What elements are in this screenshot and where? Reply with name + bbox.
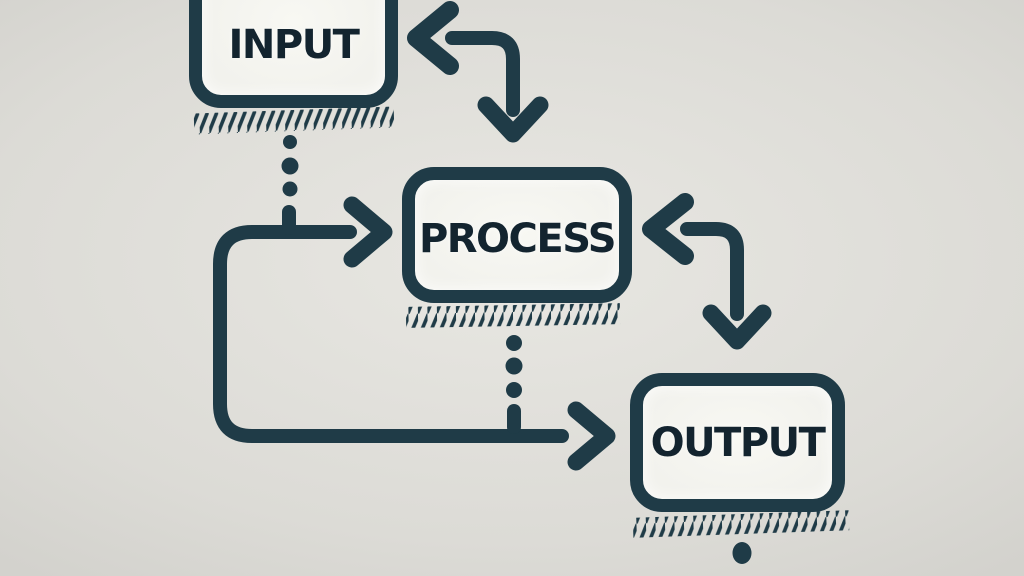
dot (505, 357, 523, 375)
dot (282, 181, 298, 197)
left-arrowhead-icon (407, 1, 459, 75)
connector-process-output-bidirectional (642, 193, 772, 350)
connector-input-process-bidirectional (407, 1, 549, 143)
arrow-shaft (680, 222, 744, 321)
down-arrowhead-icon (477, 96, 549, 143)
right-arrowhead-toward-output-icon (567, 401, 616, 471)
connector-process-dotted-drop (505, 335, 523, 434)
dot (506, 382, 522, 398)
dot (283, 135, 297, 149)
hatch-shadow-output (632, 510, 850, 538)
output-dot (732, 542, 752, 564)
dot (506, 335, 522, 351)
arrow-shaft (445, 31, 520, 117)
dot (281, 157, 299, 175)
connector-input-dotted-drop (281, 135, 299, 235)
node-output: OUTPUT (630, 373, 845, 512)
node-input-label: INPUT (228, 22, 360, 68)
right-arrowhead-into-process-icon (343, 196, 393, 268)
hatch-shadow-input (193, 106, 395, 135)
down-arrowhead-icon (702, 304, 772, 350)
left-arrowhead-icon (642, 193, 694, 265)
node-process-label: PROCESS (418, 216, 617, 262)
node-process: PROCESS (402, 167, 632, 303)
node-input: INPUT (189, 0, 398, 108)
node-output-label: OUTPUT (650, 419, 826, 466)
hatch-shadow-process (405, 303, 621, 328)
